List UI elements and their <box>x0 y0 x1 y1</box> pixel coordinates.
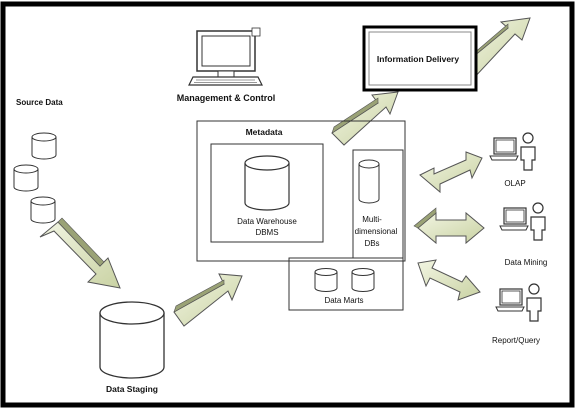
arrow-staging-to-warehouse <box>173 273 243 327</box>
data-warehouse-label-line2: DBMS <box>255 228 278 237</box>
database-cylinder-icon <box>351 268 375 292</box>
database-cylinder-icon <box>314 268 338 292</box>
data-marts-box <box>288 257 404 311</box>
data-marts-label: Data Marts <box>324 296 363 305</box>
data-warehouse-label-line1: Data Warehouse <box>237 217 297 226</box>
source-data-label: Source Data <box>16 98 63 107</box>
arrow-metadata-to-delivery <box>331 91 399 146</box>
report-query-label: Report/Query <box>492 336 540 345</box>
information-delivery-label: Information Delivery <box>377 54 459 64</box>
multidimensional-label-line1: Multi- <box>362 215 382 224</box>
database-cylinder-icon <box>358 159 380 204</box>
management-control-label: Management & Control <box>177 93 276 103</box>
multidimensional-label-line2: dimensional <box>355 227 398 236</box>
arrow-source-to-staging <box>39 217 121 289</box>
olap-label: OLAP <box>504 179 525 188</box>
arrow-report-query <box>417 259 481 301</box>
arrow-olap <box>419 151 483 194</box>
database-cylinder-icon <box>31 132 57 160</box>
data-mining-label: Data Mining <box>505 258 548 267</box>
information-delivery-box <box>362 25 478 92</box>
multidimensional-label-line3: DBs <box>364 239 379 248</box>
computer-icon <box>188 27 263 86</box>
metadata-label: Metadata <box>246 127 283 137</box>
metadata-box <box>196 120 406 262</box>
arrow-data-mining <box>413 207 485 245</box>
database-cylinder-icon <box>30 196 56 224</box>
data-warehouse-box <box>210 143 324 243</box>
database-cylinder-icon <box>244 155 290 211</box>
database-cylinder-icon <box>13 164 39 192</box>
data-staging-label: Data Staging <box>106 384 158 394</box>
database-cylinder-icon <box>99 301 165 379</box>
